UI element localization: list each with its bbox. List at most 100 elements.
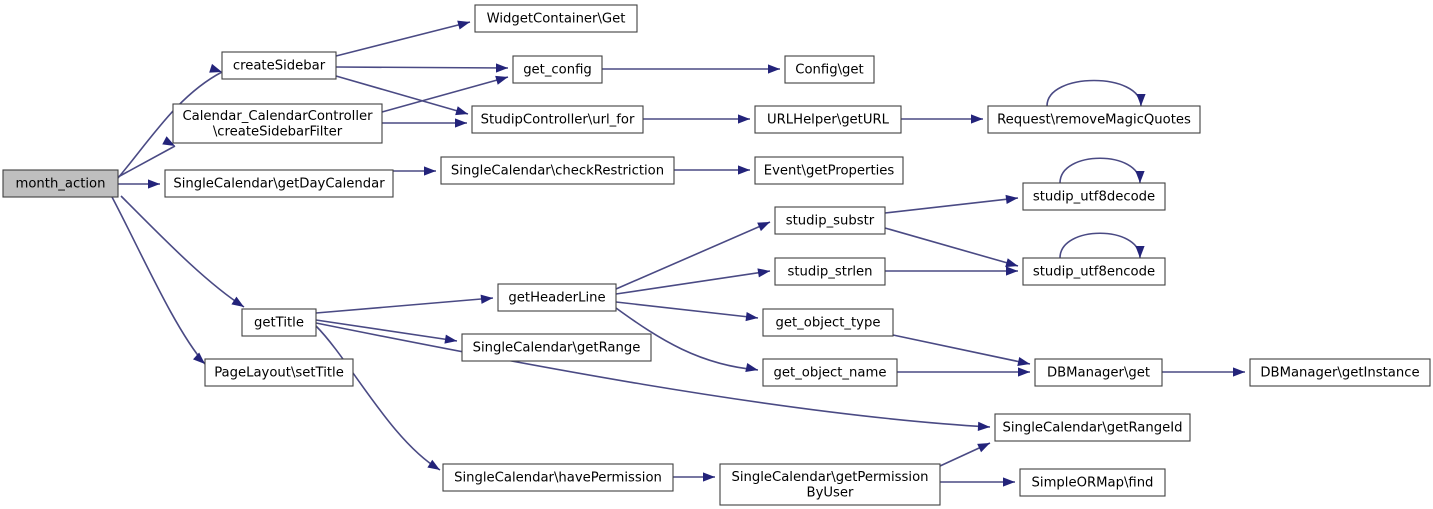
- node-label: StudipController\url_for: [481, 113, 635, 128]
- node-getURL[interactable]: URLHelper\getURL: [754, 105, 902, 134]
- arrowhead-icon: [457, 20, 470, 30]
- node-label: getHeaderLine: [508, 291, 605, 306]
- node-label: createSidebar: [233, 59, 326, 74]
- node-box[interactable]: [442, 463, 674, 492]
- node-box[interactable]: [2, 169, 119, 198]
- node-box[interactable]: [440, 156, 675, 185]
- node-box[interactable]: [762, 358, 898, 387]
- node-getRange[interactable]: SingleCalendar\getRange: [461, 333, 652, 362]
- node-box[interactable]: [784, 55, 875, 84]
- edge-createSidebar-to-get_config: [335, 63, 509, 73]
- node-setTitle[interactable]: PageLayout\setTitle: [204, 358, 354, 387]
- edge-line: [335, 66, 509, 69]
- node-box[interactable]: [1034, 358, 1163, 387]
- node-removeMagicQuotes[interactable]: Request\removeMagicQuotes: [987, 105, 1201, 134]
- node-box[interactable]: [754, 105, 902, 134]
- nodes-layer: month_action createSidebarCalendar_Calend…: [2, 4, 1431, 506]
- node-box[interactable]: [1022, 182, 1166, 211]
- arrowhead-icon: [1136, 94, 1146, 106]
- edge-line: [111, 196, 206, 365]
- node-getRangeId[interactable]: SingleCalendar\getRangeId: [994, 413, 1191, 442]
- node-calendarController[interactable]: Calendar_CalendarController\createSideba…: [172, 103, 383, 144]
- node-getTitle[interactable]: getTitle: [241, 308, 317, 337]
- node-get_object_name[interactable]: get_object_name: [762, 358, 898, 387]
- arrowhead-icon: [424, 166, 436, 176]
- arrowhead-icon: [209, 63, 222, 73]
- node-getHeaderLine[interactable]: getHeaderLine: [497, 283, 617, 312]
- arrowhead-icon: [455, 118, 467, 128]
- node-box[interactable]: [512, 55, 603, 84]
- edge-calendarController-to-url_for: [382, 118, 467, 128]
- node-box[interactable]: [1019, 468, 1166, 497]
- arrowhead-icon: [757, 268, 770, 278]
- arrowhead-icon: [231, 296, 244, 307]
- arrowhead-icon: [1233, 367, 1245, 377]
- arrowhead-icon: [977, 443, 990, 453]
- node-box[interactable]: [474, 4, 638, 33]
- edge-studip_substr-to-utf8encode: [884, 227, 1019, 268]
- node-box[interactable]: [164, 169, 394, 198]
- node-get_config[interactable]: get_config: [512, 55, 603, 84]
- node-utf8decode[interactable]: studip_utf8decode: [1022, 182, 1166, 211]
- edge-getHeaderLine-to-studip_strlen: [615, 268, 771, 295]
- node-label: SingleCalendar\getRangeId: [1003, 421, 1183, 436]
- node-box[interactable]: [719, 463, 941, 506]
- node-box[interactable]: [471, 105, 644, 134]
- node-label: \createSidebarFilter: [213, 124, 343, 139]
- arrowhead-icon: [768, 64, 780, 74]
- node-url_for[interactable]: StudipController\url_for: [471, 105, 644, 134]
- node-havePermission[interactable]: SingleCalendar\havePermission: [442, 463, 674, 492]
- edge-getHeaderLine-to-get_object_name: [615, 307, 759, 373]
- arrowhead-icon: [1135, 246, 1145, 258]
- node-box[interactable]: [994, 413, 1191, 442]
- node-box[interactable]: [204, 358, 354, 387]
- node-box[interactable]: [221, 51, 337, 80]
- edge-getTitle-to-getRange: [315, 319, 458, 344]
- node-get_object_type[interactable]: get_object_type: [762, 308, 894, 337]
- edge-line: [335, 21, 471, 57]
- node-getDayCalendar[interactable]: SingleCalendar\getDayCalendar: [164, 169, 394, 198]
- node-dbmanagerGet[interactable]: DBManager\get: [1034, 358, 1163, 387]
- node-studip_substr[interactable]: studip_substr: [774, 206, 886, 235]
- edge-createSidebar-to-widgetContainer: [335, 20, 471, 57]
- node-month_action[interactable]: month_action: [2, 169, 119, 198]
- node-label: getTitle: [254, 316, 304, 331]
- arrowhead-icon: [971, 114, 983, 124]
- edge-line: [120, 195, 245, 308]
- edge-getTitle-to-getRangeId: [315, 322, 991, 431]
- node-simpleORMapFind[interactable]: SimpleORMap\find: [1019, 468, 1166, 497]
- node-box[interactable]: [987, 105, 1201, 134]
- node-box[interactable]: [1022, 257, 1166, 286]
- node-configGet[interactable]: Config\get: [784, 55, 875, 84]
- node-label: PageLayout\setTitle: [214, 366, 344, 381]
- node-box[interactable]: [754, 156, 904, 185]
- edge-removeMagicQuotes-self: [1046, 79, 1146, 107]
- node-box[interactable]: [774, 206, 886, 235]
- node-getInstance[interactable]: DBManager\getInstance: [1249, 358, 1431, 387]
- arrowhead-icon: [1135, 171, 1145, 183]
- node-label: SingleCalendar\getPermission: [731, 470, 928, 485]
- edge-line: [1046, 79, 1142, 107]
- edge-utf8encode-self: [1059, 232, 1145, 259]
- node-box[interactable]: [1249, 358, 1431, 387]
- node-box[interactable]: [172, 103, 383, 144]
- node-createSidebar[interactable]: createSidebar: [221, 51, 337, 80]
- node-box[interactable]: [774, 257, 886, 286]
- arrowhead-icon: [1017, 357, 1030, 367]
- node-studip_strlen[interactable]: studip_strlen: [774, 257, 886, 286]
- node-box[interactable]: [461, 333, 652, 362]
- arrowhead-icon: [480, 294, 493, 304]
- node-label: SingleCalendar\getDayCalendar: [173, 177, 385, 192]
- node-widgetContainerGet[interactable]: WidgetContainer\Get: [474, 4, 638, 33]
- edge-getTitle-to-havePermission: [315, 325, 441, 471]
- node-utf8encode[interactable]: studip_utf8encode: [1022, 257, 1166, 286]
- node-checkRestriction[interactable]: SingleCalendar\checkRestriction: [440, 156, 675, 185]
- node-box[interactable]: [762, 308, 894, 337]
- edge-studip_strlen-to-utf8encode: [885, 266, 1018, 276]
- edge-line: [315, 297, 494, 314]
- node-box[interactable]: [241, 308, 317, 337]
- node-getProperties[interactable]: Event\getProperties: [754, 156, 904, 185]
- node-box[interactable]: [497, 283, 617, 312]
